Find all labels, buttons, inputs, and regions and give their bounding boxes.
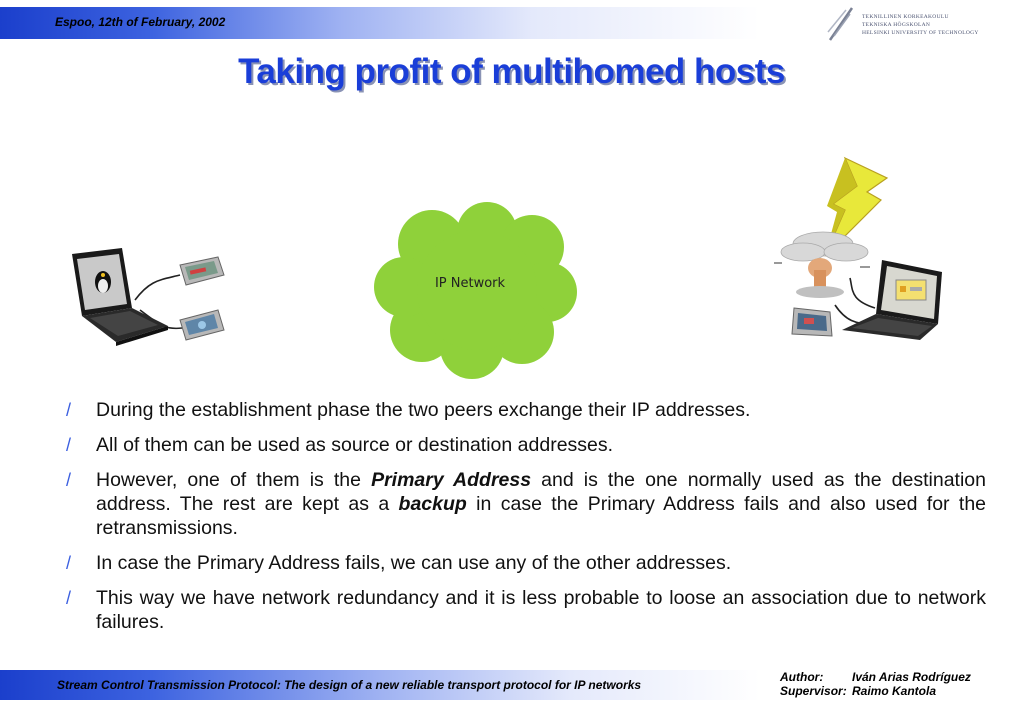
author-block: Author: Iván Arias Rodríguez Supervisor: R…	[780, 670, 971, 698]
author-label: Author:	[780, 670, 824, 684]
bullet-marker: /	[66, 435, 72, 455]
date-label: Espoo, 12th of February, 2002	[55, 15, 226, 29]
logo-mark-icon	[827, 7, 854, 41]
bullet-list: / During the establishment phase the two…	[66, 398, 986, 645]
logo-line-2: TEKNISKA HÖGSKOLAN	[862, 22, 931, 28]
bullet-item-5: / This way we have network redundancy an…	[66, 586, 986, 634]
footer-title: Stream Control Transmission Protocol: Th…	[57, 678, 642, 692]
bullet-text-3-post: in case the Primary Address fails and al…	[96, 493, 987, 539]
supervisor-name: Raimo Kantola	[852, 684, 937, 698]
university-logo: TEKNILLINEN KORKEAKOULU TEKNISKA HÖGSKOL…	[826, 6, 1016, 42]
primary-address-emphasis: Primary Address	[371, 469, 532, 491]
logo-line-1: TEKNILLINEN KORKEAKOULU	[862, 14, 949, 20]
left-network-card-bottom-icon	[179, 309, 225, 341]
bullet-marker: /	[66, 553, 72, 573]
bullet-item-2: / All of them can be used as source or d…	[66, 433, 986, 457]
bullet-marker: /	[66, 588, 72, 608]
slide-title: Taking profit of multihomed hosts	[238, 52, 785, 91]
cloud-label: IP Network	[434, 276, 506, 291]
bullet-text-3-mid: and is the one normally used as the dest…	[96, 469, 986, 515]
ip-network-cloud	[374, 202, 577, 379]
left-network-card-top-icon	[179, 256, 225, 286]
bullet-item-4: / In case the Primary Address fails, we …	[66, 551, 986, 575]
bullet-marker: /	[66, 470, 72, 490]
right-laptop-icon	[842, 260, 942, 340]
bullet-marker: /	[66, 400, 72, 420]
backup-emphasis: backup	[398, 493, 467, 515]
bullet-text-3-pre: However, one of them is the	[96, 469, 372, 491]
bullet-text-2: All of them can be used as source or des…	[96, 434, 614, 456]
bullet-item-1: / During the establishment phase the two…	[66, 398, 986, 422]
bullet-text-1: During the establishment phase the two p…	[96, 399, 751, 421]
bullet-item-3: / However, one of them is the Primary Ad…	[66, 468, 986, 540]
bullet-text-4: In case the Primary Address fails, we ca…	[96, 552, 732, 574]
explosion-icon	[774, 231, 870, 298]
footer-band	[0, 670, 760, 700]
right-network-card-icon	[791, 307, 833, 337]
bullet-text-5: This way we have network redundancy and …	[96, 587, 986, 633]
logo-line-3: HELSINKI UNIVERSITY OF TECHNOLOGY	[862, 30, 979, 36]
author-name: Iván Arias Rodríguez	[852, 670, 971, 684]
left-laptop-icon	[72, 248, 168, 346]
header-band	[0, 7, 760, 39]
supervisor-label: Supervisor:	[780, 684, 847, 698]
network-diagram: IP Network	[0, 150, 1023, 390]
